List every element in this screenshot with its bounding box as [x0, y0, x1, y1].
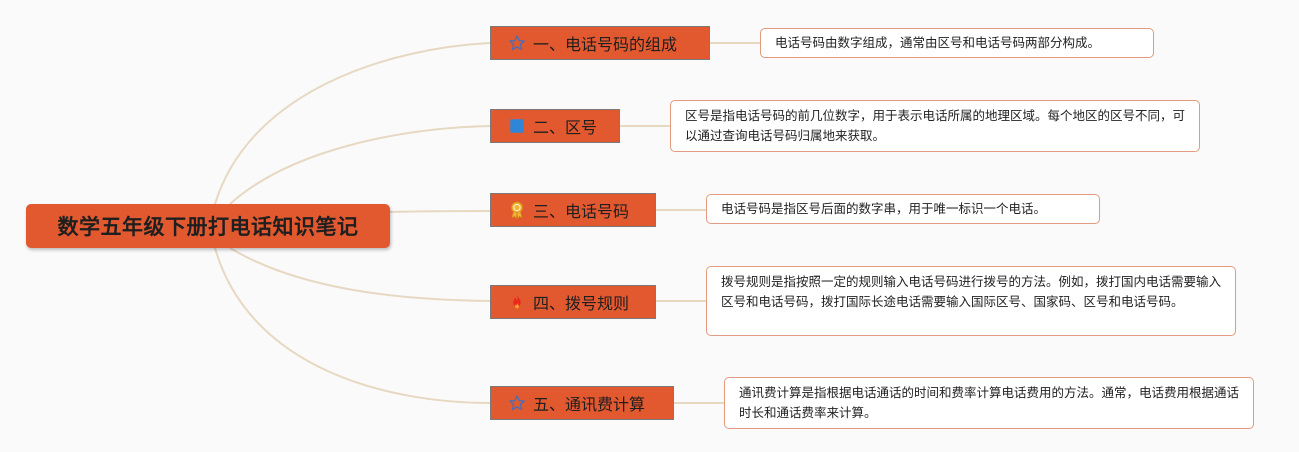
note-1[interactable]: 电话号码由数字组成，通常由区号和电话号码两部分构成。: [760, 28, 1154, 58]
star-outline-icon: [507, 393, 527, 413]
note-text: 区号是指电话号码的前几位数字，用于表示电话所属的地理区域。每个地区的区号不同，可…: [685, 108, 1186, 143]
note-text: 电话号码是指区号后面的数字串，用于唯一标识一个电话。: [721, 201, 1047, 216]
root-link-4: [229, 247, 491, 302]
root-link-3: [389, 210, 491, 213]
branch-topic-5[interactable]: 五、通讯费计算: [490, 386, 674, 420]
note-text: 拨号规则是指按照一定的规则输入电话号码进行拨号的方法。例如，拨打国内电话需要输入…: [721, 274, 1222, 309]
star-outline-icon: [507, 33, 527, 53]
fire-icon: [507, 292, 527, 312]
note-2[interactable]: 区号是指电话号码的前几位数字，用于表示电话所属的地理区域。每个地区的区号不同，可…: [670, 100, 1200, 152]
root-topic[interactable]: 数学五年级下册打电话知识笔记: [26, 204, 390, 248]
root-link-2: [229, 125, 491, 205]
branch-label: 二、区号: [533, 118, 598, 137]
note-text: 电话号码由数字组成，通常由区号和电话号码两部分构成。: [775, 35, 1101, 50]
root-link-1: [214, 42, 491, 205]
note-5[interactable]: 通讯费计算是指根据电话通话的时间和费率计算电话费用的方法。通常，电话费用根据通话…: [724, 377, 1254, 429]
branch-topic-1[interactable]: 一、电话号码的组成: [490, 26, 710, 60]
root-link-5: [214, 247, 491, 404]
branch-label: 三、电话号码: [533, 202, 630, 221]
branch-topic-2[interactable]: 二、区号: [490, 109, 620, 143]
note-4[interactable]: 拨号规则是指按照一定的规则输入电话号码进行拨号的方法。例如，拨打国内电话需要输入…: [706, 266, 1236, 336]
note-text: 通讯费计算是指根据电话通话的时间和费率计算电话费用的方法。通常，电话费用根据通话…: [739, 385, 1240, 420]
award-ribbon-icon: [507, 200, 527, 220]
branch-topic-3[interactable]: 三、电话号码: [490, 193, 656, 227]
branch-label: 四、拨号规则: [533, 294, 630, 313]
branch-label: 一、电话号码的组成: [533, 35, 678, 54]
branch-topic-4[interactable]: 四、拨号规则: [490, 285, 656, 319]
blue-square-icon: [507, 116, 527, 136]
note-3[interactable]: 电话号码是指区号后面的数字串，用于唯一标识一个电话。: [706, 194, 1100, 224]
branch-label: 五、通讯费计算: [533, 395, 646, 414]
